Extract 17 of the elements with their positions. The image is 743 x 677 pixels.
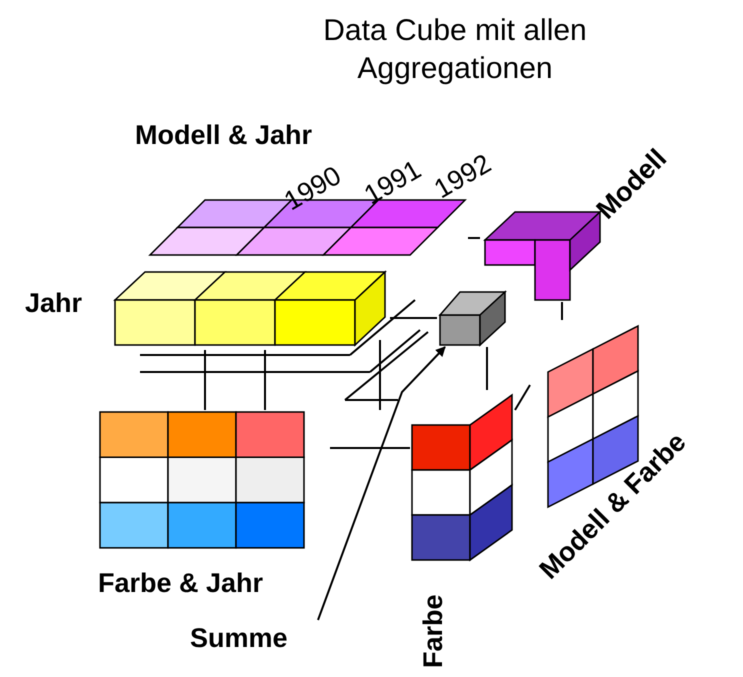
axis-label: Summe (190, 625, 288, 652)
year-label: 1992 (430, 150, 496, 204)
axis-label: Modell & Jahr (135, 122, 312, 149)
connector-line (204, 349, 266, 411)
year-label: 1991 (360, 156, 426, 210)
connector-line (486, 347, 488, 390)
axis-label: Farbe & Jahr (98, 570, 264, 597)
axis-label: Farbe (420, 594, 447, 668)
connector-line (561, 302, 563, 320)
connector-line (514, 384, 531, 411)
year-label: 1990 (280, 162, 346, 216)
axis-label: Jahr (25, 290, 82, 317)
connector-line (330, 447, 410, 449)
connector-line (390, 317, 437, 319)
arrow (317, 346, 446, 620)
connector-line (468, 237, 480, 239)
diagram-title: Data Cube mit allen Aggregationen (322, 13, 588, 86)
